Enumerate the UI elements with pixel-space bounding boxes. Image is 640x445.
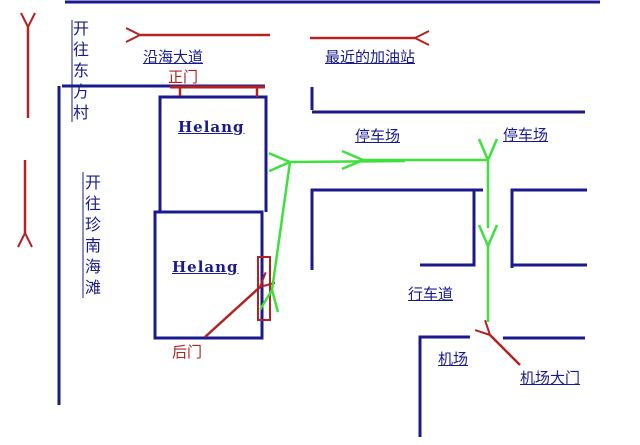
label-main-gate: 正门 bbox=[168, 68, 199, 86]
label-helang-2: Helang bbox=[172, 258, 239, 276]
label-airport: 机场 bbox=[438, 350, 469, 368]
label-lines bbox=[71, 20, 84, 298]
label-back-gate: 后门 bbox=[172, 343, 203, 361]
label-parking-1: 停车场 bbox=[355, 127, 401, 145]
label-airport-gate: 机场大门 bbox=[520, 369, 581, 387]
label-driveway: 行车道 bbox=[408, 285, 454, 303]
green-route bbox=[272, 160, 488, 322]
label-to-dongfang: 开往东方村 bbox=[73, 19, 90, 122]
label-coastal-avenue: 沿海大道 bbox=[143, 48, 204, 66]
label-helang-1: Helang bbox=[178, 118, 245, 136]
label-to-zhennan: 开往珍南海滩 bbox=[85, 173, 102, 297]
label-nearest-gas-station: 最近的加油站 bbox=[325, 48, 416, 66]
label-parking-2: 停车场 bbox=[503, 126, 549, 144]
roads bbox=[57, 0, 600, 437]
